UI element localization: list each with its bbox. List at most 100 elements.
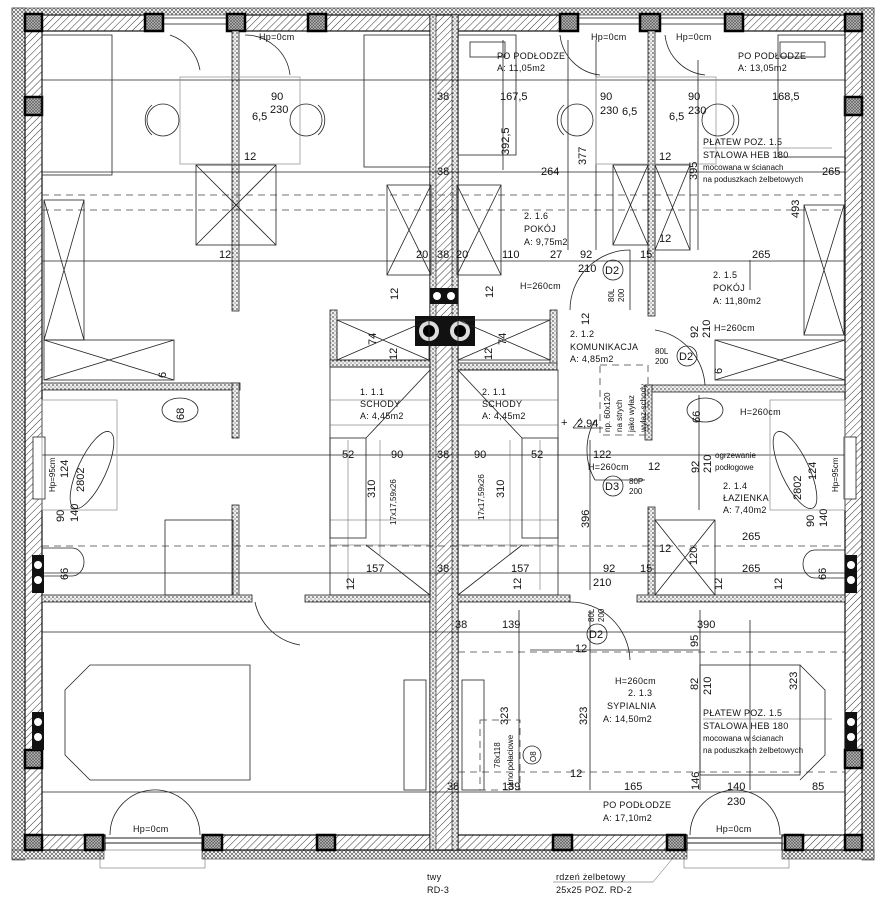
dimension-label: 323 xyxy=(788,672,800,690)
room-name: ŁAZIENKA xyxy=(723,493,769,503)
door-tag-d2: D2 80L 200 xyxy=(586,608,608,645)
dimension-label: 12 xyxy=(580,313,592,325)
dimension-label: 95 xyxy=(689,635,701,647)
dimension-label: 12 xyxy=(659,543,671,555)
room-area: A: 4,45m2 xyxy=(482,411,526,421)
dimension-label: 92 xyxy=(603,563,615,575)
dimension-label: 68 xyxy=(175,408,187,420)
room-height: H=260cm xyxy=(520,281,561,291)
door-width: 80L xyxy=(655,347,669,356)
dimension-label: 92 xyxy=(580,249,592,261)
room-name: POKÓJ xyxy=(713,283,745,293)
room-number: 2. 1.6 xyxy=(524,211,548,221)
dimension-label: 38 xyxy=(437,91,449,103)
insulation xyxy=(11,7,875,861)
dimension-label: 110 xyxy=(502,249,520,261)
dimension-label: 90 xyxy=(600,91,612,103)
dimension-label: 90 xyxy=(688,91,700,103)
dimension-label: 230 xyxy=(600,105,618,117)
room-number: 2. 1.5 xyxy=(713,270,737,280)
note-text: na poduszkach żelbetowych xyxy=(703,175,803,184)
dimension-label: 38 xyxy=(437,449,449,461)
dimension-label: 157 xyxy=(366,563,384,575)
doors xyxy=(109,34,781,836)
dimension-label: 124 xyxy=(807,462,819,480)
dimension-label: 392,5 xyxy=(500,127,512,155)
dimension-label: 12 xyxy=(575,643,587,655)
dimension-label: 38 xyxy=(437,249,449,261)
door-height: 200 xyxy=(597,608,606,622)
roof-windows xyxy=(43,164,846,381)
sill-height: Hp=0cm xyxy=(716,824,752,834)
dimension-label: 140 xyxy=(818,509,830,527)
room-area: A: 11,05m2 xyxy=(497,63,545,73)
dimension-label: 12 xyxy=(483,348,495,360)
sill-height: Hp=95cm xyxy=(831,457,840,492)
beam-note-bottom: PŁATEW POZ. 1.5 STALOWA HEB 180 mocowana… xyxy=(703,708,832,755)
dimension-label: 12 xyxy=(773,578,785,590)
room-area: A: 4,45m2 xyxy=(360,411,404,421)
dimension-label: 323 xyxy=(578,707,590,725)
room-labels: PO PODŁODZE A: 11,05m2 PO PODŁODZE A: 13… xyxy=(360,51,806,823)
dimension-label: 38 xyxy=(437,563,449,575)
room-name: PO PODŁODZE xyxy=(603,800,671,810)
dimension-label: 12 xyxy=(484,286,496,298)
dimension-label: 396 xyxy=(580,510,592,528)
dimension-label: 12 xyxy=(512,578,524,590)
note-text: wyłaz-schody xyxy=(639,384,648,433)
door-id: D3 xyxy=(605,481,619,493)
room-name: SCHODY xyxy=(360,399,400,409)
door-tag-d2: D2 80L 200 xyxy=(602,259,626,302)
beam-note-top: PŁATEW POZ. 1.5 STALOWA HEB 180 mocowana… xyxy=(703,137,832,184)
room-name: PO PODŁODZE xyxy=(738,51,806,61)
dimension-label: 140 xyxy=(69,504,81,522)
note-text: ogrzewanie xyxy=(715,451,756,460)
door-height: 200 xyxy=(629,487,643,496)
dimension-label: 265 xyxy=(752,249,770,261)
heating-note: ogrzewanie podłogowe xyxy=(715,451,756,472)
dimension-label: 15 xyxy=(640,249,652,261)
dimension-label: 12 xyxy=(388,348,400,360)
room-area: A: 17,10m2 xyxy=(603,813,652,823)
door-width: 80P xyxy=(629,477,643,486)
dimension-label: 310 xyxy=(495,480,507,498)
note-text: na poduszkach żelbetowych xyxy=(703,746,803,755)
dimension-label: 90 xyxy=(474,449,486,461)
dimension-label: 74 xyxy=(497,333,509,345)
window-type: okno połaciowe xyxy=(506,734,515,790)
dimension-label: 6 xyxy=(157,372,169,378)
dimension-label: 66 xyxy=(817,568,829,580)
dimension-label: 377 xyxy=(577,147,589,165)
dimension-label: 264 xyxy=(541,166,559,178)
note-text: mocowana w ścianach xyxy=(703,163,783,172)
note-text: PŁATEW POZ. 1.5 xyxy=(703,708,782,718)
dimension-label: 12 xyxy=(345,578,357,590)
window-size: 78x118 xyxy=(493,742,502,768)
room-area: A: 7,40m2 xyxy=(723,505,767,515)
dimension-label: 15 xyxy=(640,563,652,575)
dimension-label: 122 xyxy=(593,449,611,461)
core-note: rdzeń żelbetowy 25x25 POZ. RD-2 twy RD-3 xyxy=(427,851,679,895)
dimension-label: 230 xyxy=(688,105,706,117)
dimension-label: 390 xyxy=(697,619,715,631)
dimension-label: 167,5 xyxy=(500,91,528,103)
note-text: jako wyłaz xyxy=(627,395,636,433)
door-id: D2 xyxy=(679,351,693,363)
dimension-label: 395 xyxy=(688,162,700,180)
dimension-label: 2802 xyxy=(75,468,87,492)
note-text: podłogowe xyxy=(715,463,754,472)
dimension-label: 230 xyxy=(270,104,288,116)
level-mark: + 2,94 xyxy=(561,417,603,430)
dimension-label: 230 xyxy=(727,796,745,808)
dimension-label: 12 xyxy=(219,249,231,261)
dimension-label: 85 xyxy=(812,781,824,793)
dimension-label: 6,5 xyxy=(252,111,267,123)
attic-hatch-note: np. 60x120 na strych jako wyłaz wyłaz-sc… xyxy=(603,384,648,433)
dimension-label: 265 xyxy=(822,166,840,178)
dimension-label: 310 xyxy=(366,480,378,498)
note-text: twy xyxy=(427,872,442,882)
door-height: 200 xyxy=(617,288,626,302)
dimension-label: 6,5 xyxy=(622,106,637,118)
door-width: 80L xyxy=(587,608,596,622)
